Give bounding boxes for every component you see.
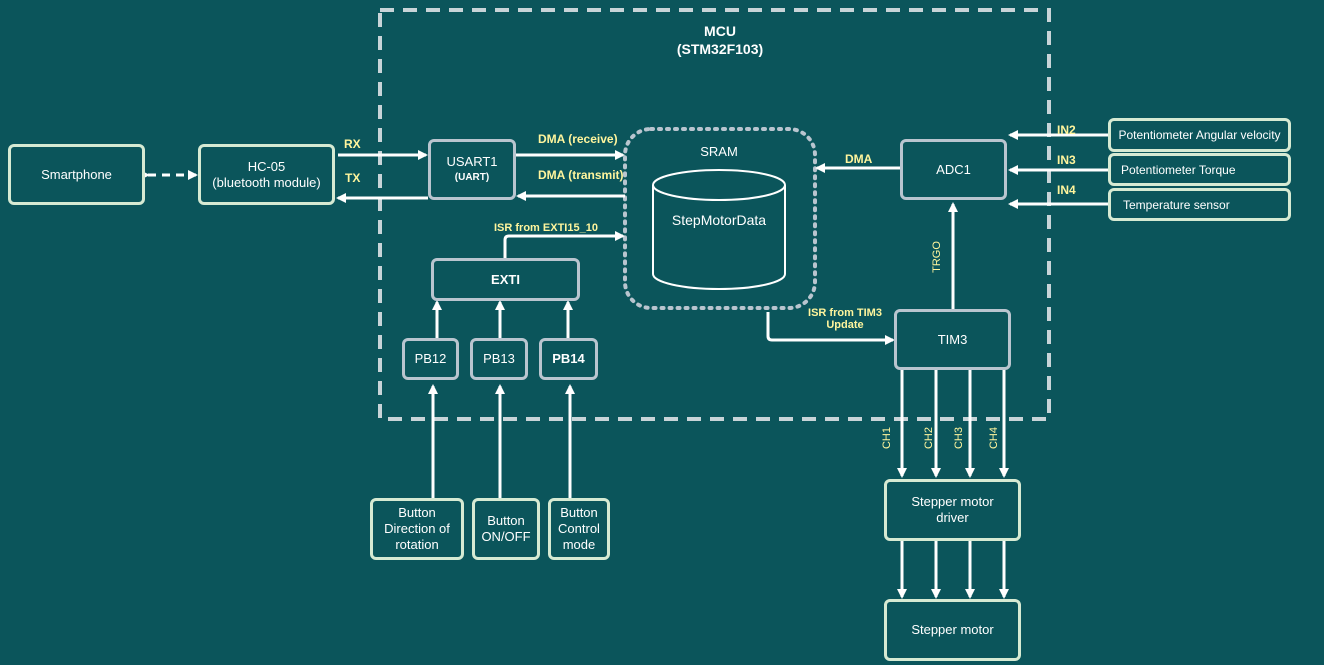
in3-label: IN3	[1057, 153, 1076, 167]
mcu-subtitle-text: (STM32F103)	[676, 41, 764, 57]
motor-block[interactable]: Stepper motor	[884, 599, 1021, 661]
ch4-label: CH4	[988, 426, 1001, 450]
dma-receive-label: DMA (receive)	[538, 132, 618, 146]
ch1-label: CH1	[881, 426, 894, 450]
pot-torque-block[interactable]: Potentiometer Torque	[1108, 153, 1291, 186]
sram-db-label: StepMotorData	[671, 212, 767, 228]
tx-label: TX	[345, 171, 361, 185]
motor-driver-block[interactable]: Stepper motor driver	[884, 479, 1021, 541]
pot-velocity-label: Potentiometer Angular velocity	[1118, 128, 1281, 142]
button-mode-label: Button Control mode	[558, 505, 600, 552]
pb13-label: PB13	[483, 351, 515, 366]
rx-label: RX	[344, 137, 361, 151]
motor-driver-label: Stepper motor driver	[911, 494, 994, 525]
usart1-sublabel: (UART)	[454, 171, 490, 183]
isr-tim3-label: ISR from TIM3 Update	[808, 307, 882, 331]
pb13-block[interactable]: PB13	[470, 338, 528, 380]
motor-label: Stepper motor	[911, 622, 994, 637]
tim3-block[interactable]: TIM3	[894, 309, 1011, 370]
button-direction-label: Button Direction of rotation	[384, 505, 450, 552]
isr-exti-label: ISR from EXTI15_10	[494, 222, 598, 234]
mcu-title-text: MCU	[704, 23, 736, 39]
adc1-block[interactable]: ADC1	[900, 139, 1007, 200]
pot-velocity-block[interactable]: Potentiometer Angular velocity	[1108, 118, 1291, 152]
usart1-block[interactable]: USART1 (UART)	[428, 139, 516, 200]
in4-label: IN4	[1057, 183, 1076, 197]
pb12-label: PB12	[414, 351, 447, 366]
hc05-label: HC-05 (bluetooth module)	[212, 158, 321, 190]
isr-exti-arrow	[503, 231, 625, 258]
in2-label: IN2	[1057, 123, 1076, 137]
temp-sensor-label: Temperature sensor	[1123, 197, 1230, 212]
ch3-label: CH3	[953, 426, 966, 450]
exti-block[interactable]: EXTI	[431, 258, 580, 301]
usart1-label: USART1	[446, 153, 498, 169]
tim3-label: TIM3	[937, 331, 968, 347]
mcu-boundary	[378, 8, 1051, 421]
hc05-block[interactable]: HC-05 (bluetooth module)	[198, 144, 335, 205]
button-onoff-block[interactable]: Button ON/OFF	[472, 498, 540, 560]
isr-tim3-arrow	[766, 312, 895, 345]
sram-cylinder	[652, 169, 786, 290]
smartphone-block[interactable]: Smartphone	[8, 144, 145, 205]
mcu-title: MCU (STM32F103)	[600, 22, 840, 58]
smartphone-label: Smartphone	[41, 166, 112, 182]
pb14-block[interactable]: PB14	[539, 338, 598, 380]
temp-sensor-block[interactable]: Temperature sensor	[1108, 188, 1291, 221]
pb12-block[interactable]: PB12	[402, 338, 459, 380]
ch2-label: CH2	[923, 426, 936, 450]
pb14-label: PB14	[552, 351, 585, 366]
sram-container	[623, 127, 817, 310]
dma-transmit-label: DMA (transmit)	[538, 168, 624, 182]
button-onoff-label: Button ON/OFF	[481, 513, 531, 544]
button-direction-block[interactable]: Button Direction of rotation	[370, 498, 464, 560]
adc1-label: ADC1	[936, 161, 971, 177]
trgo-label: TRGO	[930, 241, 943, 273]
button-mode-block[interactable]: Button Control mode	[548, 498, 610, 560]
pot-torque-label: Potentiometer Torque	[1121, 162, 1236, 177]
exti-label: EXTI	[491, 271, 520, 287]
sram-label: SRAM	[700, 144, 738, 159]
adc-dma-label: DMA	[845, 152, 873, 166]
